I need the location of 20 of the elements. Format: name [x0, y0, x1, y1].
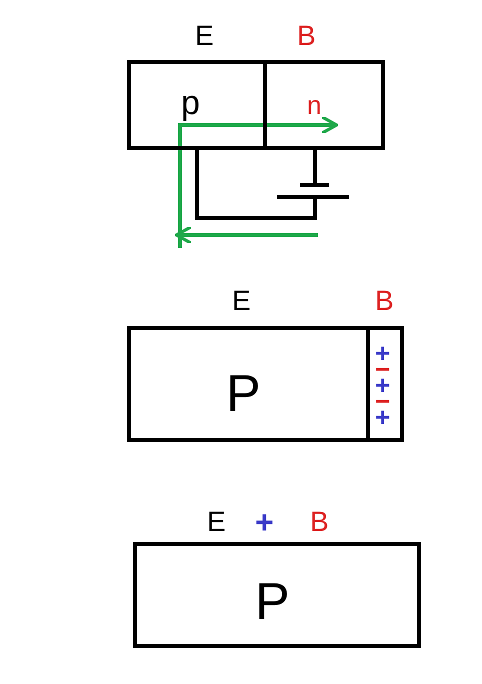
semiconductor-region — [267, 60, 385, 150]
terminal-label: E — [232, 287, 251, 315]
terminal-label: E — [195, 22, 214, 50]
circuit-wire — [195, 148, 317, 220]
terminal-label: B — [310, 508, 329, 536]
region-label: P — [255, 576, 290, 628]
terminal-label: B — [297, 22, 316, 50]
battery-symbol — [277, 183, 349, 199]
semiconductor-region — [127, 60, 267, 150]
terminal-label: E — [207, 508, 226, 536]
charge-sign: + — [255, 506, 274, 538]
terminal-label: B — [375, 287, 394, 315]
charge-sign: + — [375, 404, 390, 430]
semiconductor-region — [127, 326, 370, 442]
circuit-wire — [313, 148, 317, 183]
region-label: p — [181, 86, 200, 120]
region-label: n — [307, 92, 322, 118]
semiconductor-region — [133, 542, 421, 648]
region-label: P — [226, 368, 261, 420]
depletion-layer — [370, 326, 404, 442]
